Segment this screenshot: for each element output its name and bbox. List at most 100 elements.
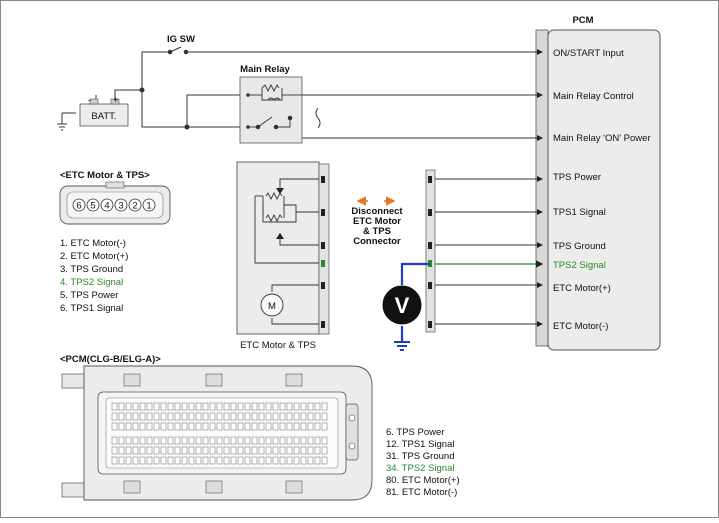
pcm-pin-cavity	[195, 446, 202, 455]
pcm-pin-cavity	[307, 402, 314, 411]
pcm-pin-cavity	[132, 446, 139, 455]
pcm-pin-cavity	[293, 456, 300, 465]
battery: - + BATT.	[79, 95, 129, 127]
pcm-pin-cavity	[223, 446, 230, 455]
pcm-pin-cavity	[223, 402, 230, 411]
main-relay: Main Relay	[239, 64, 303, 144]
pcm-pin-cavity	[293, 446, 300, 455]
pcm-pin-cavity	[132, 402, 139, 411]
etc-motor-tps-box: M	[236, 161, 330, 335]
pcm-pin-cavity	[272, 402, 279, 411]
pcm-pin-etc-motor-minus: ETC Motor(-)	[553, 321, 608, 332]
pcm-pin-cavity	[314, 422, 321, 431]
pcm-pin-cavity	[111, 446, 118, 455]
pcm-pin-cavity	[258, 446, 265, 455]
pcm-pin-cavity	[300, 402, 307, 411]
battery-plus: +	[113, 95, 119, 106]
pcm-pin-cavity	[300, 436, 307, 445]
pcm-pin-cavity	[202, 436, 209, 445]
pcm-pin-cavity	[111, 412, 118, 421]
pcm-pin-cavity	[244, 412, 251, 421]
pcm-pin-cavity	[209, 436, 216, 445]
battery-minus: -	[88, 95, 91, 106]
pcm-pin-cavity	[195, 436, 202, 445]
pcm-pin-main-relay-on-power: Main Relay 'ON' Power	[553, 133, 651, 144]
motor-symbol: M	[268, 301, 276, 312]
pcm-pin-cavity	[118, 446, 125, 455]
power-circuit	[57, 46, 543, 141]
pcm-pin-cavity	[181, 402, 188, 411]
pcm-pin-cavity	[279, 422, 286, 431]
pcm-pin-cavity	[286, 446, 293, 455]
pcm-pin-cavity	[286, 422, 293, 431]
etc-pin-number: 5	[90, 201, 95, 212]
pcm-pin-cavity	[307, 422, 314, 431]
pcm-pin-cavity	[237, 422, 244, 431]
pcm-pin-cavity	[125, 412, 132, 421]
pcm-pin-cavity	[139, 412, 146, 421]
pcm-pin-cavity	[153, 456, 160, 465]
etc-legend-item: 1. ETC Motor(-)	[60, 238, 126, 249]
pcm-pin-cavity	[216, 446, 223, 455]
pcm-pin-cavity	[118, 436, 125, 445]
pcm-pin-cavity	[167, 402, 174, 411]
etc-connector-title: <ETC Motor & TPS>	[60, 170, 150, 181]
pcm-pin-cavity	[209, 446, 216, 455]
svg-text:ETC Motor: ETC Motor	[353, 216, 401, 227]
etc-pin-number: 2	[132, 201, 137, 212]
pcm-pin-cavity	[146, 412, 153, 421]
pcm-pin-cavity	[230, 412, 237, 421]
pcm-pin-cavity	[216, 422, 223, 431]
pcm-pin-cavity	[244, 422, 251, 431]
pcm-pin-cavity	[174, 436, 181, 445]
pcm-pin-cavity	[258, 402, 265, 411]
pcm-pin-cavity	[202, 456, 209, 465]
pcm-pin-cavity	[321, 436, 328, 445]
pcm-pin-cavity	[167, 436, 174, 445]
battery-label: BATT.	[91, 111, 116, 122]
pcm-pin-cavity	[160, 422, 167, 431]
pcm-pin-cavity	[160, 436, 167, 445]
pcm-pin-cavity	[139, 456, 146, 465]
pcm-pin-cavity	[132, 422, 139, 431]
pcm-pin-cavity	[286, 456, 293, 465]
etc-legend-item: 2. ETC Motor(+)	[60, 251, 128, 262]
pcm-pin-cavity	[300, 422, 307, 431]
pcm-pin-cavity	[244, 436, 251, 445]
etc-connector-face: 6 5 4 3 2 1	[59, 181, 171, 225]
pcm-pin-cavity	[188, 436, 195, 445]
pcm-pin-cavity	[223, 422, 230, 431]
pcm-box	[547, 29, 661, 351]
pcm-pin-cavity	[237, 402, 244, 411]
pcm-pin-cavity	[307, 436, 314, 445]
pcm-pin-cavity	[132, 456, 139, 465]
pcm-pin-cavity	[118, 422, 125, 431]
pcm-pin-cavity	[146, 456, 153, 465]
etc-pin-number: 4	[104, 201, 109, 212]
pcm-pin-cavity	[209, 412, 216, 421]
pcm-pin-cavity	[153, 446, 160, 455]
pcm-pin-cavity	[251, 446, 258, 455]
pcm-pin-cavity	[293, 436, 300, 445]
pcm-pin-cavity	[153, 422, 160, 431]
pcm-legend-item: 81. ETC Motor(-)	[386, 487, 457, 498]
pcm-pin-cavity	[223, 456, 230, 465]
pcm-pin-cavity	[300, 456, 307, 465]
pcm-pin-cavity	[286, 436, 293, 445]
pcm-pin-cavity	[174, 412, 181, 421]
etc-legend-item: 5. TPS Power	[60, 290, 118, 301]
pcm-pin-cavity	[258, 456, 265, 465]
pcm-pin-cavity	[321, 456, 328, 465]
etc-legend-item: 3. TPS Ground	[60, 264, 123, 275]
pcm-pin-cavity	[265, 456, 272, 465]
pcm-pin-cavity	[216, 412, 223, 421]
pcm-pin-legend: 6. TPS Power 12. TPS1 Signal 31. TPS Gro…	[386, 427, 460, 498]
etc-legend-item-highlight: 4. TPS2 Signal	[60, 277, 123, 288]
pcm-module: PCM ON/START Input Main Relay Control Ma…	[535, 15, 661, 351]
pcm-pin-cavity	[314, 402, 321, 411]
pcm-pin-cavity	[118, 456, 125, 465]
pcm-pin-cavity	[244, 402, 251, 411]
pcm-pin-cavity	[188, 402, 195, 411]
pcm-pin-cavity	[153, 402, 160, 411]
